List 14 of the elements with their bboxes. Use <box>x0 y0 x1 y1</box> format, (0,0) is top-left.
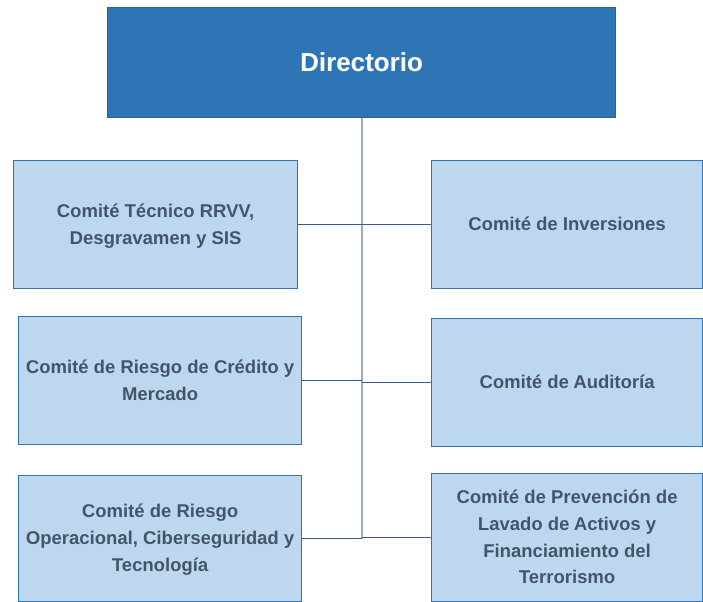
committee-box <box>18 316 302 445</box>
committee-box <box>431 318 703 447</box>
committee-box <box>18 475 302 602</box>
board-box <box>107 7 616 118</box>
committee-name: Comité de Riesgo Operacional, Ciberseguridad y Tecnología <box>24 499 296 577</box>
committee-box <box>431 160 703 289</box>
committee-box <box>431 473 703 602</box>
board-title: Directorio <box>299 47 424 78</box>
committee-name: Comité de Auditoría <box>478 370 656 394</box>
committee-name: Comité de Riesgo de Crédito y Mercado <box>24 354 296 406</box>
committee-name: Comité de Prevención de Lavado de Activos y Financiamiento del Terrorismo <box>455 484 679 590</box>
committee-box <box>13 160 298 289</box>
committee-name: Comité Técnico RRVV, Desgravamen y SIS <box>56 198 256 250</box>
committee-name: Comité de Inversiones <box>467 212 667 236</box>
